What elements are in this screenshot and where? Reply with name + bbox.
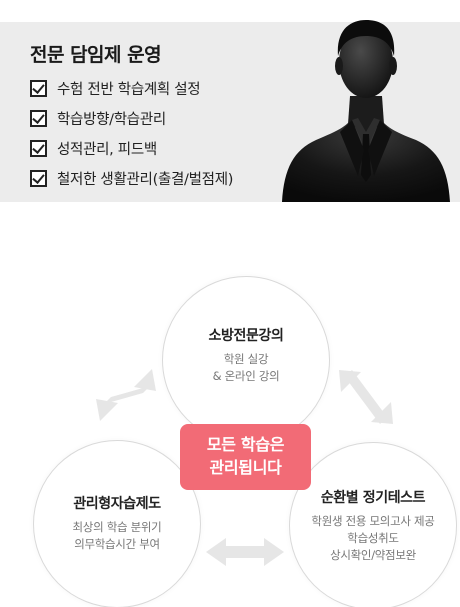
description-line: 학원 실강 (223, 352, 269, 366)
double-arrow-icon (339, 370, 393, 424)
checklist-item-label: 철저한 생활관리(출결/벌점제) (57, 171, 234, 188)
circle-description: 학원생 전용 모의고사 제공 학습성취도 상시확인/약점보완 (290, 513, 456, 564)
checklist-item: 학습방향/학습관리 (30, 103, 233, 133)
description-line: & 온라인 강의 (212, 369, 280, 383)
checklist-item: 성적관리, 피드백 (30, 133, 233, 163)
circle-title: 순환별 정기테스트 (320, 490, 426, 506)
description-line: 상시확인/약점보완 (330, 548, 416, 562)
checklist-item-label: 성적관리, 피드백 (57, 141, 157, 158)
banner-title: 전문 담임제 운영 (30, 44, 162, 66)
checkbox-checked-icon (30, 79, 47, 97)
teacher-silhouette-image (282, 20, 450, 202)
self-study-circle: 관리형자습제도 최상의 학습 분위기 의무학습시간 부여 (33, 440, 201, 607)
badge-line: 관리됩니다 (209, 458, 282, 477)
regular-test-circle: 순환별 정기테스트 학원생 전용 모의고사 제공 학습성취도 상시확인/약점보완 (289, 442, 457, 607)
description-line: 학원생 전용 모의고사 제공 (311, 514, 435, 528)
double-arrow-icon (206, 538, 284, 566)
checkbox-checked-icon (30, 169, 47, 187)
feature-checklist: 수험 전반 학습계획 설정 학습방향/학습관리 성적관리, 피드백 철저한 생활… (30, 73, 233, 193)
management-banner: 전문 담임제 운영 수험 전반 학습계획 설정 학습방향/학습관리 성적관리, … (0, 0, 460, 210)
badge-line: 모든 학습은 (206, 435, 285, 454)
checklist-item: 수험 전반 학습계획 설정 (30, 73, 233, 103)
double-arrow-icon (96, 369, 156, 421)
circle-title: 관리형자습제도 (73, 496, 161, 512)
description-line: 학습성취도 (347, 531, 399, 545)
center-managed-badge: 모든 학습은 관리됩니다 (180, 424, 311, 490)
checkbox-checked-icon (30, 139, 47, 157)
lecture-circle: 소방전문강의 학원 실강 & 온라인 강의 (162, 276, 330, 444)
circle-title: 소방전문강의 (208, 328, 284, 344)
circle-description: 최상의 학습 분위기 의무학습시간 부여 (34, 519, 200, 553)
checklist-item-label: 학습방향/학습관리 (57, 111, 166, 128)
checklist-item-label: 수험 전반 학습계획 설정 (57, 81, 201, 98)
checkbox-checked-icon (30, 109, 47, 127)
checklist-item: 철저한 생활관리(출결/벌점제) (30, 163, 233, 193)
description-line: 의무학습시간 부여 (74, 537, 160, 551)
circle-description: 학원 실강 & 온라인 강의 (163, 351, 329, 385)
description-line: 최상의 학습 분위기 (72, 520, 162, 534)
